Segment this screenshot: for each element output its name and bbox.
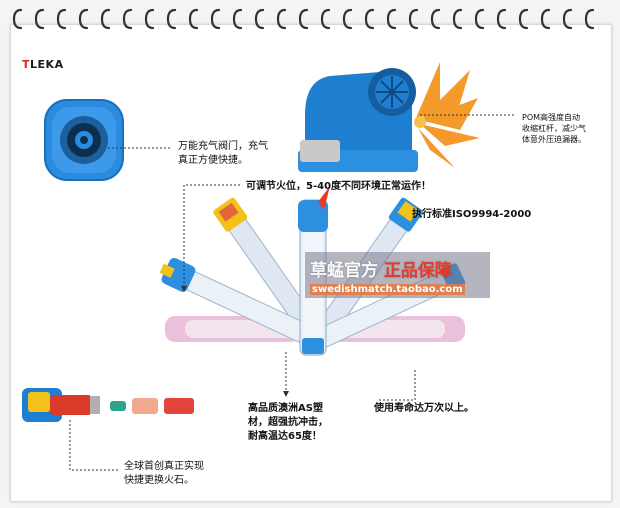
binding-ring [342, 8, 353, 30]
flint-caption: 全球首创真正实现 快捷更换火石。 [124, 461, 204, 486]
material-caption: 高品质澳洲AS塑 材，超强抗冲击， 耐高温达65度！ [248, 403, 328, 442]
watermark-title: 草蜢官方 正品保障 [310, 261, 452, 281]
binding-ring [188, 8, 199, 30]
binding-ring [122, 8, 133, 30]
lifetime-caption: 使用寿命达万次以上。 [374, 403, 474, 414]
standard-caption: 执行标准ISO9994-2000 [412, 209, 532, 220]
binding-ring [452, 8, 463, 30]
callout-arrowheads [181, 286, 289, 397]
binding-ring [540, 8, 551, 30]
binding-ring [144, 8, 155, 30]
spiral-binding [12, 6, 610, 36]
binding-ring [364, 8, 375, 30]
callout-lines [69, 114, 515, 471]
binding-ring [12, 8, 23, 30]
binding-ring [584, 8, 595, 30]
binding-ring [34, 8, 45, 30]
binding-ring [232, 8, 243, 30]
binding-ring [166, 8, 177, 30]
brand-logo: TLEKA [22, 58, 64, 71]
binding-ring [56, 8, 67, 30]
binding-ring [298, 8, 309, 30]
binding-ring [78, 8, 89, 30]
lighter-head-closeup-image [298, 62, 480, 172]
binding-ring [474, 8, 485, 30]
binding-ring [496, 8, 507, 30]
valve-closeup-image [44, 99, 124, 181]
valve-caption: 万能充气阀门，充气 真正方便快捷。 [178, 141, 268, 166]
binding-ring [562, 8, 573, 30]
watermark-url: swedishmatch.taobao.com [310, 284, 465, 295]
binding-ring [518, 8, 529, 30]
pom-caption: POM高强度自动 收缩杠杆，减少气 体意外压迫漏器。 [522, 113, 586, 144]
flame-caption: 可调节火位，5-40度不同环境正常运作！ [246, 181, 432, 192]
binding-ring [210, 8, 221, 30]
binding-ring [430, 8, 441, 30]
binding-ring [276, 8, 287, 30]
binding-ring [100, 8, 111, 30]
binding-ring [320, 8, 331, 30]
binding-ring [386, 8, 397, 30]
binding-ring [254, 8, 265, 30]
binding-ring [408, 8, 419, 30]
flint-parts-image [22, 388, 194, 422]
